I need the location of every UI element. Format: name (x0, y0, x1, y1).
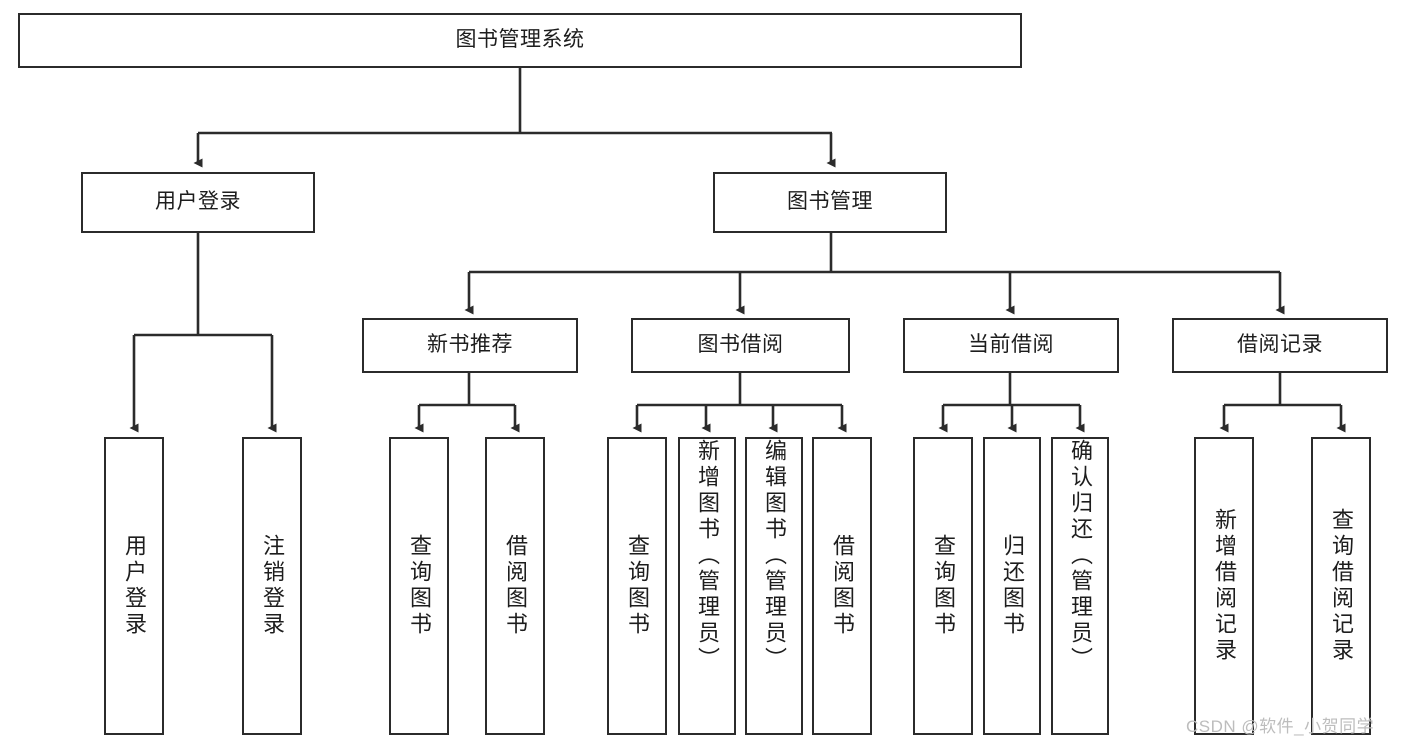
node-label: 用户登录 (155, 190, 241, 214)
leaf-book-borrow-edit-book-admin[interactable]: 编辑图书（管理员） (745, 437, 803, 735)
node-label: 图书借阅 (697, 333, 784, 357)
node-label: 查询图书 (407, 534, 432, 638)
leaf-new-book-query-book[interactable]: 查询图书 (389, 437, 449, 735)
node-label: 查询借阅记录 (1329, 508, 1354, 664)
node-root-book-management-system[interactable]: 图书管理系统 (18, 13, 1022, 68)
leaf-borrow-record-query-record[interactable]: 查询借阅记录 (1311, 437, 1371, 735)
node-label: 注销登录 (260, 534, 285, 638)
node-borrow-record[interactable]: 借阅记录 (1172, 318, 1388, 373)
node-label: 图书管理 (787, 190, 873, 214)
node-new-book-recommend[interactable]: 新书推荐 (362, 318, 578, 373)
leaf-new-book-borrow-book[interactable]: 借阅图书 (485, 437, 545, 735)
node-label: 归还图书 (1000, 534, 1025, 638)
node-label: 查询图书 (931, 534, 956, 638)
leaf-current-borrow-confirm-return-admin[interactable]: 确认归还（管理员） (1051, 437, 1109, 735)
node-label: 新书推荐 (427, 333, 513, 357)
node-label: 新增图书（管理员） (695, 439, 720, 673)
leaf-user-login-logout[interactable]: 注销登录 (242, 437, 302, 735)
node-user-login[interactable]: 用户登录 (81, 172, 315, 233)
node-current-borrow[interactable]: 当前借阅 (903, 318, 1119, 373)
node-label: 图书管理系统 (455, 28, 585, 52)
node-label: 借阅图书 (503, 534, 528, 638)
leaf-book-borrow-add-book-admin[interactable]: 新增图书（管理员） (678, 437, 736, 735)
leaf-current-borrow-return-book[interactable]: 归还图书 (983, 437, 1041, 735)
node-label: 当前借阅 (968, 333, 1054, 357)
leaf-book-borrow-query-book[interactable]: 查询图书 (607, 437, 667, 735)
leaf-book-borrow-borrow-book[interactable]: 借阅图书 (812, 437, 872, 735)
leaf-current-borrow-query-book[interactable]: 查询图书 (913, 437, 973, 735)
node-label: 确认归还（管理员） (1068, 439, 1093, 673)
node-label: 编辑图书（管理员） (762, 439, 787, 673)
node-label: 借阅记录 (1237, 333, 1323, 357)
watermark-credit: CSDN @软件_小贺同学 (1186, 717, 1375, 736)
node-label: 用户登录 (122, 534, 147, 638)
node-label: 借阅图书 (830, 534, 855, 638)
node-label: 新增借阅记录 (1212, 508, 1237, 664)
node-book-borrow[interactable]: 图书借阅 (631, 318, 850, 373)
leaf-borrow-record-add-record[interactable]: 新增借阅记录 (1194, 437, 1254, 735)
node-label: 查询图书 (625, 534, 650, 638)
node-book-management[interactable]: 图书管理 (713, 172, 947, 233)
leaf-user-login-login[interactable]: 用户登录 (104, 437, 164, 735)
